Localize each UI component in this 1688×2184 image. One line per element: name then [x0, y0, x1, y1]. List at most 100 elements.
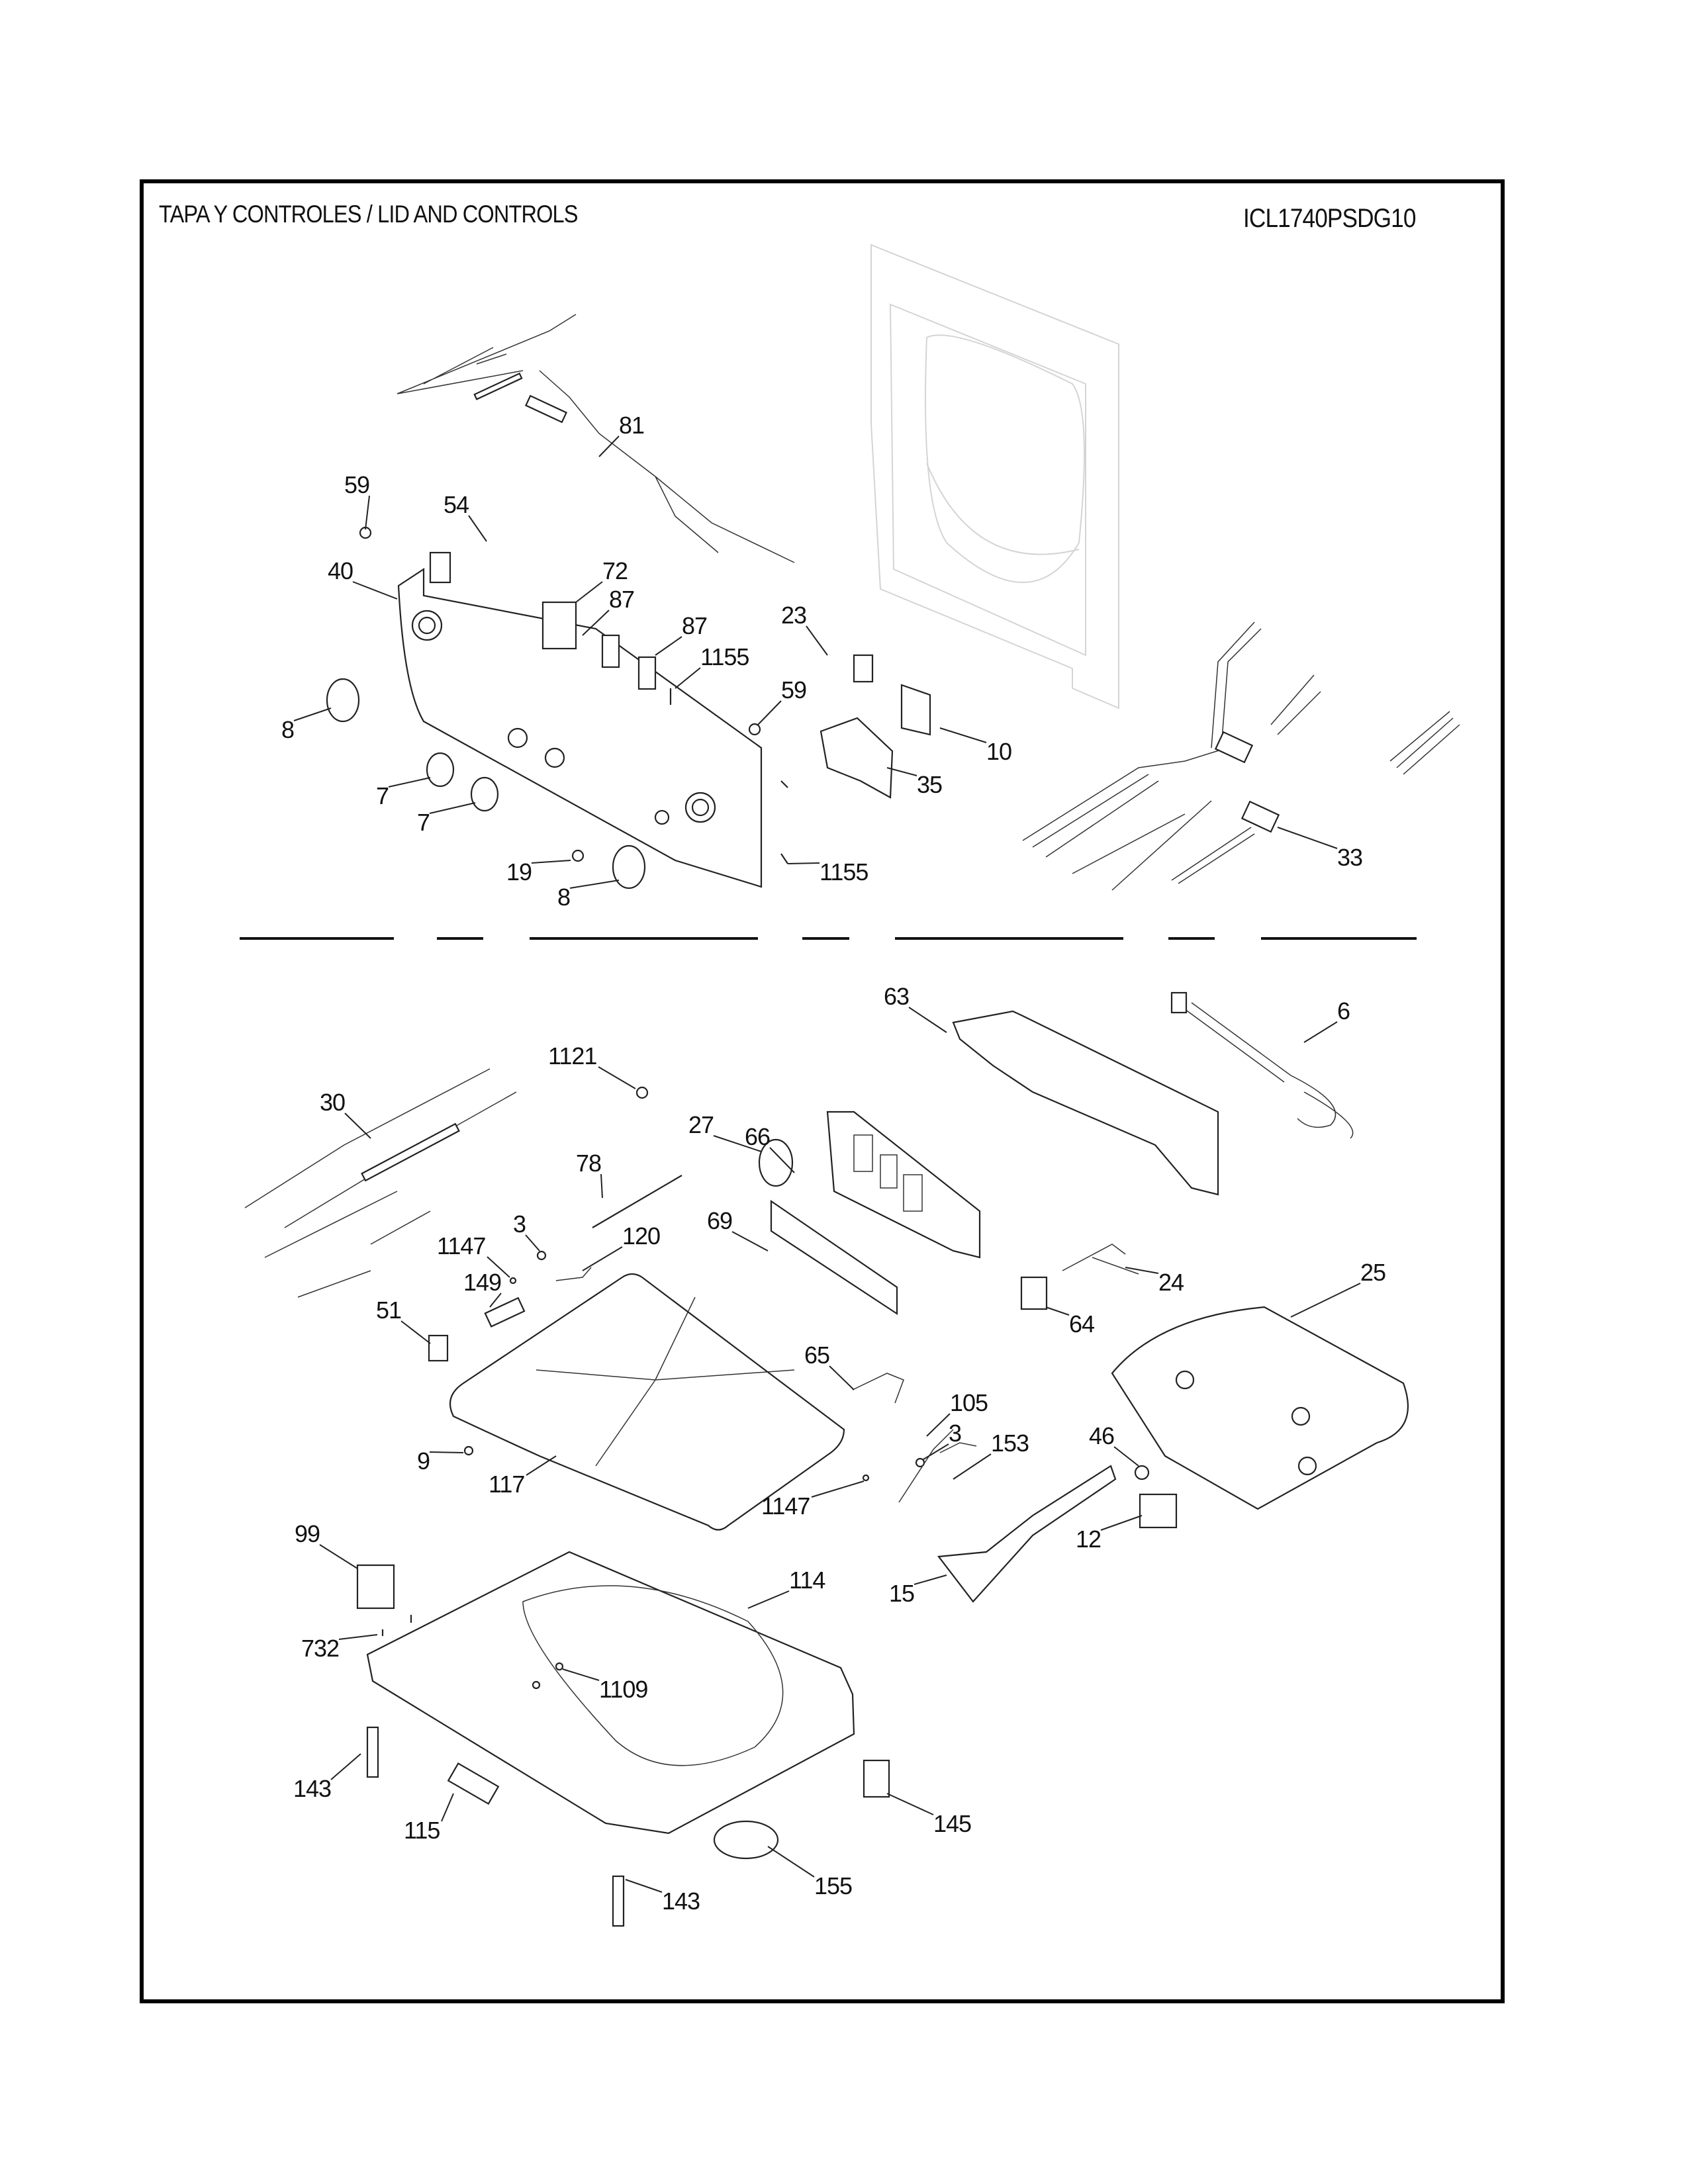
callout-label: 24	[1158, 1269, 1184, 1296]
leader-line	[293, 707, 332, 721]
part-switch-54	[429, 551, 451, 584]
part-hinge-cover-115	[447, 1762, 500, 1805]
callout-54-switch: 54	[444, 491, 487, 542]
callout-64-capacitor: 64	[1045, 1306, 1095, 1338]
callout-143-hinge: 143	[625, 1879, 700, 1915]
leader-line	[562, 1668, 600, 1681]
part-water-valve-12	[1139, 1493, 1178, 1529]
callout-label: 12	[1076, 1525, 1101, 1553]
callout-label: 65	[804, 1342, 829, 1369]
callout-label: 3	[949, 1420, 961, 1447]
callout-label: 54	[444, 491, 469, 518]
leader-line	[1113, 1446, 1139, 1467]
callout-78-wire-harness: 78	[576, 1150, 603, 1199]
part-spring-153	[898, 1429, 954, 1503]
callout-label: 1147	[761, 1492, 810, 1520]
callout-label: 87	[682, 612, 707, 639]
part-button-block-72	[541, 601, 577, 650]
leader-line	[625, 1879, 663, 1893]
callout-label: 115	[404, 1817, 440, 1844]
part-hinge-143-a	[366, 1726, 379, 1778]
callout-label: 99	[295, 1520, 320, 1547]
callout-65-wire-harness: 65	[804, 1342, 855, 1390]
callout-25-inlet-hose-kit: 25	[1290, 1259, 1386, 1318]
part-knob-8-a	[326, 678, 360, 723]
leader-line	[338, 1634, 378, 1640]
callout-label: 59	[344, 471, 369, 498]
leader-line	[886, 767, 917, 776]
part-hinge-145	[863, 1759, 890, 1798]
diagram-frame	[140, 179, 1505, 2003]
callout-117-lid: 117	[489, 1455, 557, 1498]
leader-line	[526, 1455, 557, 1476]
part-knob-7-b	[470, 776, 499, 812]
leader-line	[569, 880, 620, 889]
callout-27-pressure-switch: 27	[688, 1111, 762, 1152]
callout-46-clamp: 46	[1089, 1422, 1139, 1467]
leader-line	[489, 1293, 502, 1308]
leader-line	[939, 727, 987, 743]
callout-label: 1155	[700, 643, 749, 670]
leader-line	[655, 636, 682, 656]
callout-33-wire-harness: 33	[1277, 827, 1363, 871]
callout-label: 6	[1337, 997, 1350, 1024]
part-lid-lock-99	[356, 1564, 395, 1610]
part-wire-harness-24	[1062, 1244, 1139, 1275]
leader-line	[330, 1753, 361, 1780]
callout-8-knob: 8	[281, 707, 332, 743]
callout-label: 33	[1337, 844, 1362, 871]
part-screw-732	[381, 1615, 412, 1636]
part-screw-1147-b	[862, 1474, 870, 1482]
callout-label: 9	[417, 1447, 430, 1475]
leader-line	[806, 625, 828, 656]
callout-label: 64	[1069, 1310, 1094, 1338]
part-knob-7-a	[426, 752, 455, 788]
callout-label: 46	[1089, 1422, 1114, 1449]
leader-line	[713, 1135, 762, 1152]
leader-line	[829, 1365, 855, 1390]
callout-40-control-panel: 40	[328, 557, 398, 600]
callout-105-hinge-rod: 105	[926, 1389, 988, 1437]
leader-line	[1125, 1267, 1159, 1274]
leader-line	[787, 862, 820, 864]
callout-label: 143	[293, 1775, 331, 1802]
leader-line	[600, 1173, 603, 1199]
callout-155-dispenser-cap: 155	[767, 1846, 853, 1899]
callout-6-heating-element: 6	[1303, 997, 1350, 1043]
callout-label: 19	[506, 858, 532, 886]
callout-label: 8	[281, 716, 294, 743]
leader-line	[525, 1234, 540, 1251]
part-wire-harness-78	[592, 1175, 682, 1228]
callout-label: 35	[917, 771, 942, 798]
callout-label: 1121	[548, 1042, 596, 1069]
callout-120-lid-rod: 120	[582, 1222, 661, 1271]
leader-line	[811, 1480, 865, 1498]
callout-66-board-housing: 66	[745, 1123, 795, 1173]
leader-line	[757, 700, 782, 725]
callout-1155-screw: 1155	[675, 643, 749, 689]
background-cabinet-ghost	[870, 244, 1119, 709]
callout-12-water-valve: 12	[1076, 1515, 1143, 1553]
part-handle-149	[484, 1297, 526, 1328]
leader-line	[769, 1147, 795, 1173]
leader-line	[400, 1320, 431, 1344]
part-clamp-46	[1134, 1465, 1150, 1480]
callout-label: 120	[622, 1222, 660, 1250]
leader-line	[468, 515, 487, 542]
callout-59-plug: 59	[757, 676, 807, 725]
callout-1147-screw: 1147	[437, 1232, 510, 1278]
callout-99-lid-lock: 99	[295, 1520, 358, 1569]
callout-15-fill-funnel-hose: 15	[889, 1574, 947, 1607]
callout-1147-screw: 1147	[761, 1480, 865, 1520]
part-bumper-9	[463, 1445, 474, 1456]
part-screw-1155-b	[780, 853, 788, 864]
callout-10-timer: 10	[939, 727, 1012, 765]
leader-line	[531, 860, 571, 864]
callout-30-wire-harness: 30	[320, 1089, 371, 1139]
part-timer-10	[900, 684, 931, 736]
leader-line	[886, 1793, 934, 1815]
callout-label: 66	[745, 1123, 770, 1150]
leader-line	[352, 581, 398, 600]
part-bracket-63	[952, 1010, 1219, 1196]
